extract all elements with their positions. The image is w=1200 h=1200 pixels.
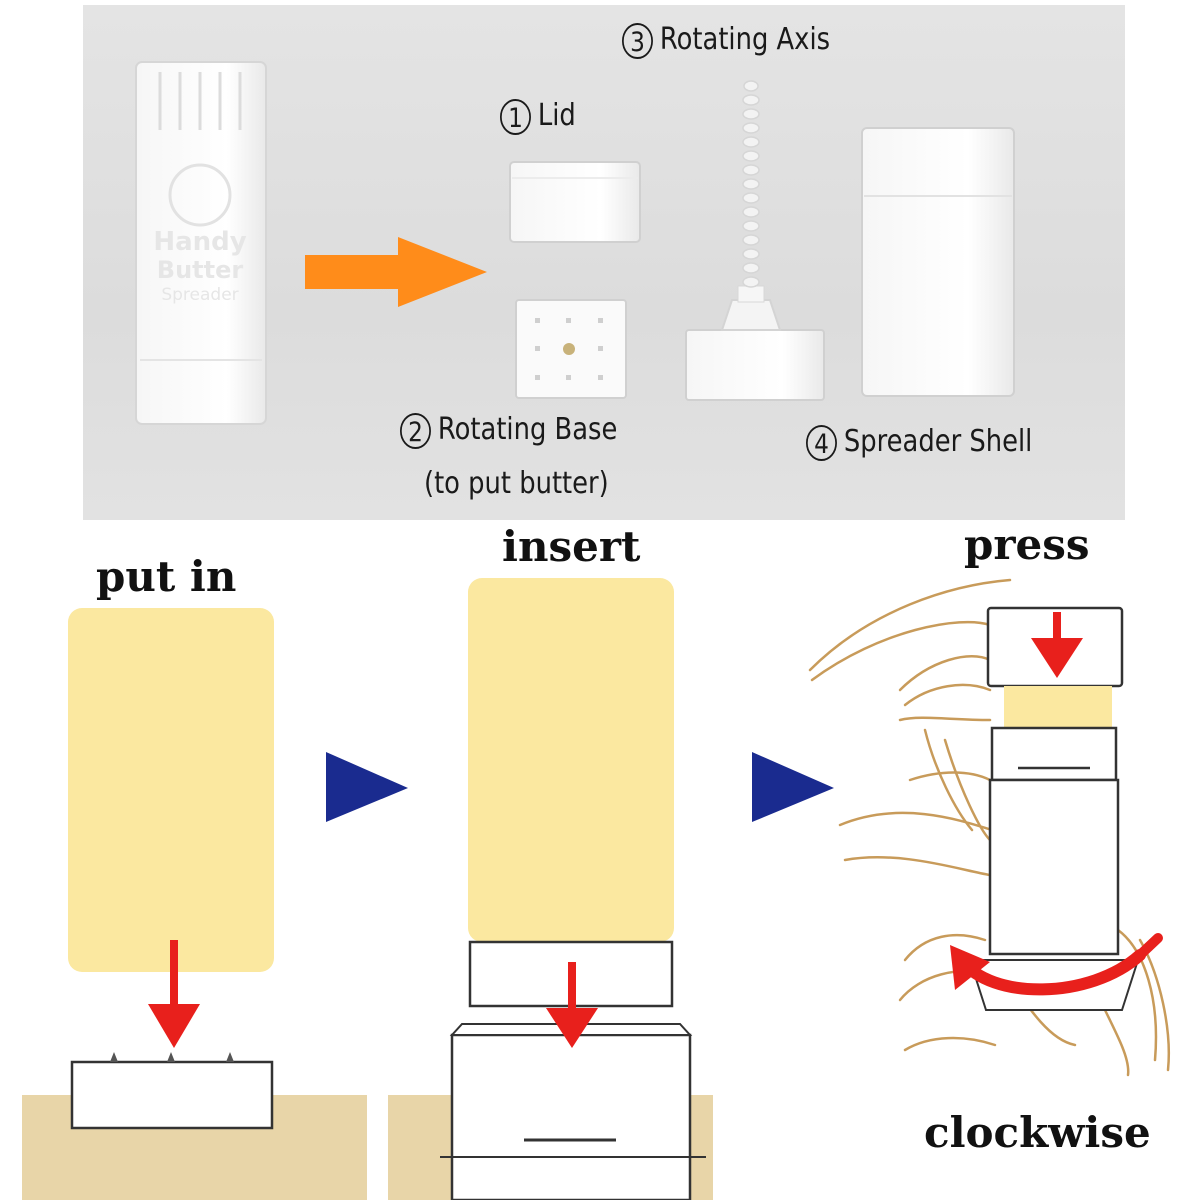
rotating-axis-label: Rotating Axis xyxy=(659,22,831,57)
rotating-base-drawing xyxy=(70,1052,274,1130)
number-badge: 3 xyxy=(622,22,653,59)
rotating-base-label: Rotating Base xyxy=(437,412,618,447)
rotation-arrow-icon xyxy=(950,933,1163,996)
product-box-text-1: Handy xyxy=(153,227,246,257)
step-insert: insert xyxy=(502,522,641,571)
shell-drawing xyxy=(440,1023,706,1200)
number-badge: 2 xyxy=(400,412,431,449)
product-box-text-3: Spreader xyxy=(161,285,238,305)
product-box xyxy=(135,61,267,425)
red-down-arrow-icon xyxy=(148,940,200,1048)
butter-block-1 xyxy=(68,608,274,972)
step-put-in: put in xyxy=(96,552,237,601)
red-down-arrow-icon xyxy=(1031,612,1083,678)
step-clockwise: clockwise xyxy=(924,1108,1151,1157)
number-badge: 1 xyxy=(500,98,531,135)
butter-strip xyxy=(1004,686,1112,728)
orange-right-arrow-icon xyxy=(305,237,487,307)
rotating-axis-part xyxy=(685,80,825,401)
spreader-shell-part xyxy=(861,127,1015,397)
butter-block-2 xyxy=(468,578,674,942)
lid-label: Lid xyxy=(537,98,576,133)
rotating-base-part xyxy=(515,299,627,399)
product-box-text-2: Butter xyxy=(157,256,244,284)
blue-triangle-icon xyxy=(752,752,834,822)
red-down-arrow-icon xyxy=(546,962,598,1048)
blue-triangle-icon xyxy=(326,752,408,822)
rotating-base-note: (to put butter) xyxy=(424,466,609,501)
lid-part xyxy=(509,161,641,243)
hand-icon xyxy=(808,578,1170,1077)
step-press: press xyxy=(964,520,1090,569)
number-badge: 4 xyxy=(806,424,837,461)
spreader-shell-label: Spreader Shell xyxy=(843,424,1033,459)
